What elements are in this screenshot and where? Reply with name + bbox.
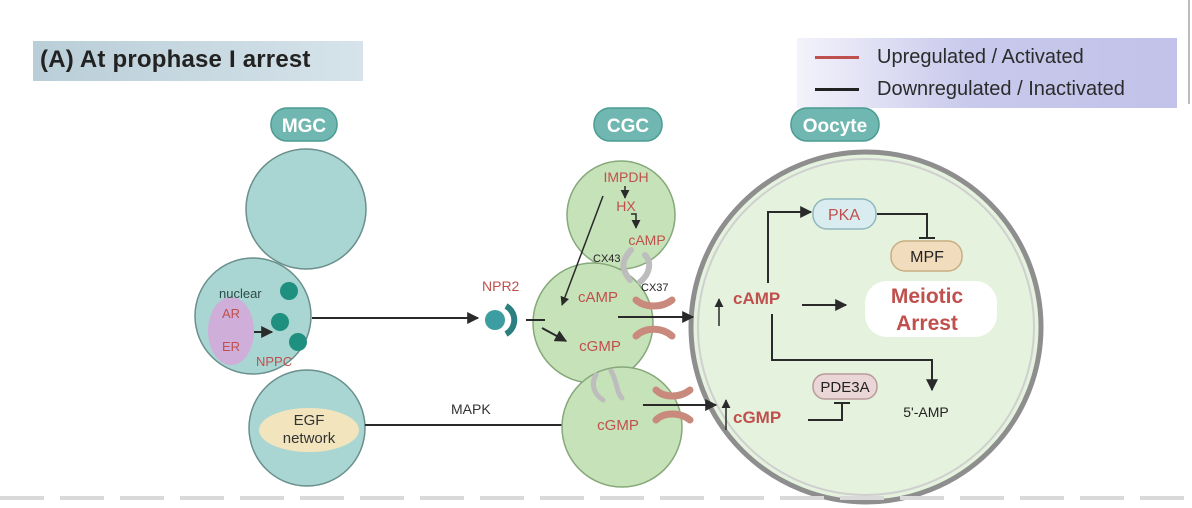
npr2-receptor-icon	[485, 303, 518, 337]
nuclear-label: nuclear	[219, 286, 262, 301]
cx43-gap-junction-icon	[620, 247, 653, 285]
cgmp-bottom-label: cGMP	[597, 417, 639, 434]
legend-black-line-icon	[815, 87, 859, 91]
oocyte-camp-label: cAMP	[733, 289, 780, 308]
label-pill-cgc: CGC	[593, 107, 663, 142]
arrow-hx-to-camp	[631, 213, 641, 229]
npr2-label: NPR2	[482, 278, 520, 294]
nppc-label: NPPC	[256, 354, 292, 369]
legend-item-upregulated: Upregulated / Activated	[815, 44, 1084, 70]
er-label: ER	[222, 339, 240, 354]
egf-label: EGF	[294, 412, 325, 429]
mpf-node	[890, 240, 963, 272]
label-mgc: MGC	[282, 116, 327, 137]
nppc-molecule-dot	[289, 333, 307, 351]
amp-label: 5'-AMP	[903, 404, 948, 420]
mgc-cell-top	[245, 148, 367, 270]
ar-label: AR	[222, 306, 240, 321]
arrow-camp-to-5amp	[771, 314, 938, 392]
meiotic-label: Meiotic	[891, 285, 964, 308]
arrest-label: Arrest	[896, 312, 958, 335]
arrow-impdh-to-camp	[560, 195, 604, 306]
label-cgc: CGC	[607, 116, 650, 137]
pka-label: PKA	[828, 207, 860, 224]
legend: Upregulated / Activated Downregulated / …	[797, 38, 1177, 108]
cx43-label: CX43	[593, 253, 621, 265]
hx-label: HX	[616, 198, 636, 214]
pka-node	[812, 198, 877, 230]
camp-mid-label: cAMP	[578, 289, 618, 306]
cgmp-inhibits-pde3a-line	[808, 404, 843, 421]
arrow-camp-to-pka	[767, 206, 813, 283]
cgc-cell-middle	[532, 262, 654, 384]
panel-border	[1188, 0, 1190, 104]
cgmp-mid-label: cGMP	[579, 338, 621, 355]
cx37-gap-junction-bottom-icon	[652, 386, 694, 424]
panel-title: (A) At prophase I arrest	[40, 46, 311, 73]
nucleus-ar-er	[208, 297, 254, 365]
legend-label: Upregulated / Activated	[877, 45, 1084, 68]
camp-top-label: cAMP	[628, 232, 665, 248]
label-pill-mgc: MGC	[270, 107, 338, 142]
cx37-gap-junction-icon	[632, 296, 676, 340]
pka-inhibits-mpf-line	[877, 213, 928, 237]
pde3a-label: PDE3A	[820, 379, 869, 396]
legend-label: Downregulated / Inactivated	[877, 77, 1125, 100]
meiotic-arrest-node	[865, 281, 997, 337]
legend-item-downregulated: Downregulated / Inactivated	[815, 76, 1125, 102]
panel-title-background	[33, 41, 363, 81]
network-label: network	[283, 430, 336, 447]
cx37-label: CX37	[641, 282, 669, 294]
egf-network-ellipse	[259, 408, 359, 452]
legend-red-line-icon	[815, 55, 859, 59]
mapk-label: MAPK	[451, 401, 491, 417]
impdh-label: IMPDH	[603, 169, 648, 185]
label-pill-oocyte: Oocyte	[790, 107, 880, 142]
nppc-molecule-dot	[271, 313, 289, 331]
arrow-npr2-to-cgmp	[541, 327, 568, 342]
mpf-label: MPF	[910, 249, 944, 266]
oocyte-cgmp-label: cGMP	[733, 408, 781, 427]
cgc-cell-bottom	[561, 366, 683, 488]
dashed-divider	[0, 496, 1192, 500]
label-oocyte: Oocyte	[803, 116, 867, 137]
nppc-molecule-dot	[280, 282, 298, 300]
pde3a-node	[812, 373, 878, 400]
oocyte-cell	[688, 149, 1044, 505]
cgc-gap-junction-icon	[590, 368, 625, 403]
